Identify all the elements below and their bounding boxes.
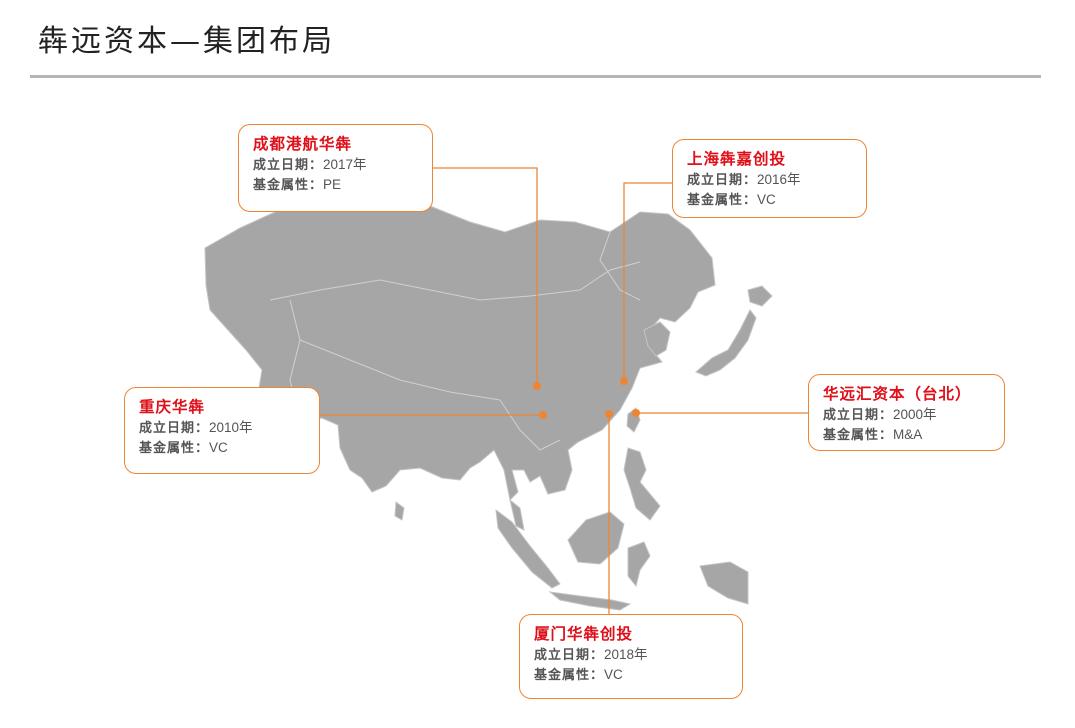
korea [643,321,671,357]
card-name: 成都港航华犇 [253,135,353,153]
page-title: 犇远资本—集团布局 [38,24,335,59]
java [548,591,632,611]
japan-hokkaido [747,285,773,307]
established-label: 成立日期： [253,158,324,173]
marker-chengdu [533,382,541,390]
sri-lanka [394,501,405,521]
fund-type-value: M&A [893,427,923,442]
fund-type-value: VC [604,667,623,682]
card-name: 厦门华犇创投 [534,625,634,643]
established-label: 成立日期： [139,421,210,436]
card-name: 华远汇资本（台北） [823,385,972,403]
fund-type-label: 基金属性： [534,668,605,683]
fund-type-value: VC [757,192,776,207]
borneo [567,511,625,565]
marker-chongqing [539,411,547,419]
card-name: 上海犇嘉创投 [687,150,787,168]
philippines [623,447,661,521]
fund-type-value: PE [323,177,342,192]
established-value: 2018年 [604,647,648,662]
fund-type-label: 基金属性： [823,428,894,443]
established-label: 成立日期： [687,173,758,188]
sumatra [495,508,561,589]
established-value: 2016年 [757,172,801,187]
marker-taipei [632,409,640,417]
connector-shanghai [623,182,672,381]
japan-honshu [695,309,757,377]
fund-type-label: 基金属性： [139,441,210,456]
connector-chengdu [433,167,538,386]
established-value: 2000年 [893,407,937,422]
fund-type-label: 基金属性： [687,193,758,208]
title-divider [30,75,1041,78]
card-chongqing: 重庆华犇 成立日期：2010年 基金属性：VC [124,387,320,474]
card-shanghai: 上海犇嘉创投 成立日期：2016年 基金属性：VC [672,139,867,218]
card-name: 重庆华犇 [139,398,206,416]
new-guinea [699,561,749,605]
card-xiamen: 厦门华犇创投 成立日期：2018年 基金属性：VC [519,614,743,699]
marker-xiamen [605,410,613,418]
card-taipei: 华远汇资本（台北） 成立日期：2000年 基金属性：M&A [808,374,1005,451]
sulawesi [627,541,651,588]
asia-mainland [204,193,716,502]
card-chengdu: 成都港航华犇 成立日期：2017年 基金属性：PE [238,124,433,212]
fund-type-label: 基金属性： [253,178,324,193]
marker-shanghai [620,377,628,385]
established-label: 成立日期： [534,648,605,663]
malay-peninsula [509,498,525,531]
fund-type-value: VC [209,440,228,455]
established-value: 2010年 [209,420,253,435]
established-value: 2017年 [323,157,367,172]
established-label: 成立日期： [823,408,894,423]
